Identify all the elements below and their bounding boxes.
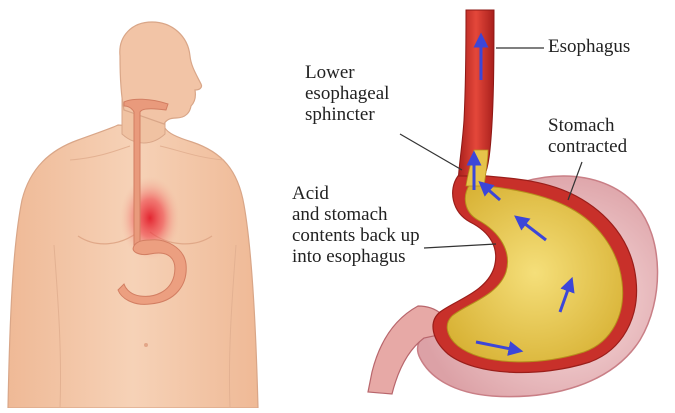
- label-line: into esophagus: [292, 246, 420, 267]
- label-line: contracted: [548, 136, 627, 157]
- body-figure: [8, 22, 258, 408]
- leader-les: [400, 134, 462, 170]
- navel: [144, 343, 148, 347]
- label-line: esophageal: [305, 83, 389, 104]
- label-line: Esophagus: [548, 36, 630, 57]
- label-line: contents back up: [292, 225, 420, 246]
- label-line: Lower: [305, 62, 389, 83]
- esophagus-label: Esophagus: [548, 36, 630, 57]
- label-line: and stomach: [292, 204, 420, 225]
- label-line: Stomach: [548, 115, 627, 136]
- lower-esophageal-sphincter-label: Lower esophageal sphincter: [305, 62, 389, 125]
- leader-acid: [424, 244, 496, 248]
- label-line: sphincter: [305, 104, 389, 125]
- torso: [8, 125, 258, 408]
- acid-backup-label: Acid and stomach contents back up into e…: [292, 183, 420, 267]
- stomach-contracted-label: Stomach contracted: [548, 115, 627, 157]
- label-line: Acid: [292, 183, 420, 204]
